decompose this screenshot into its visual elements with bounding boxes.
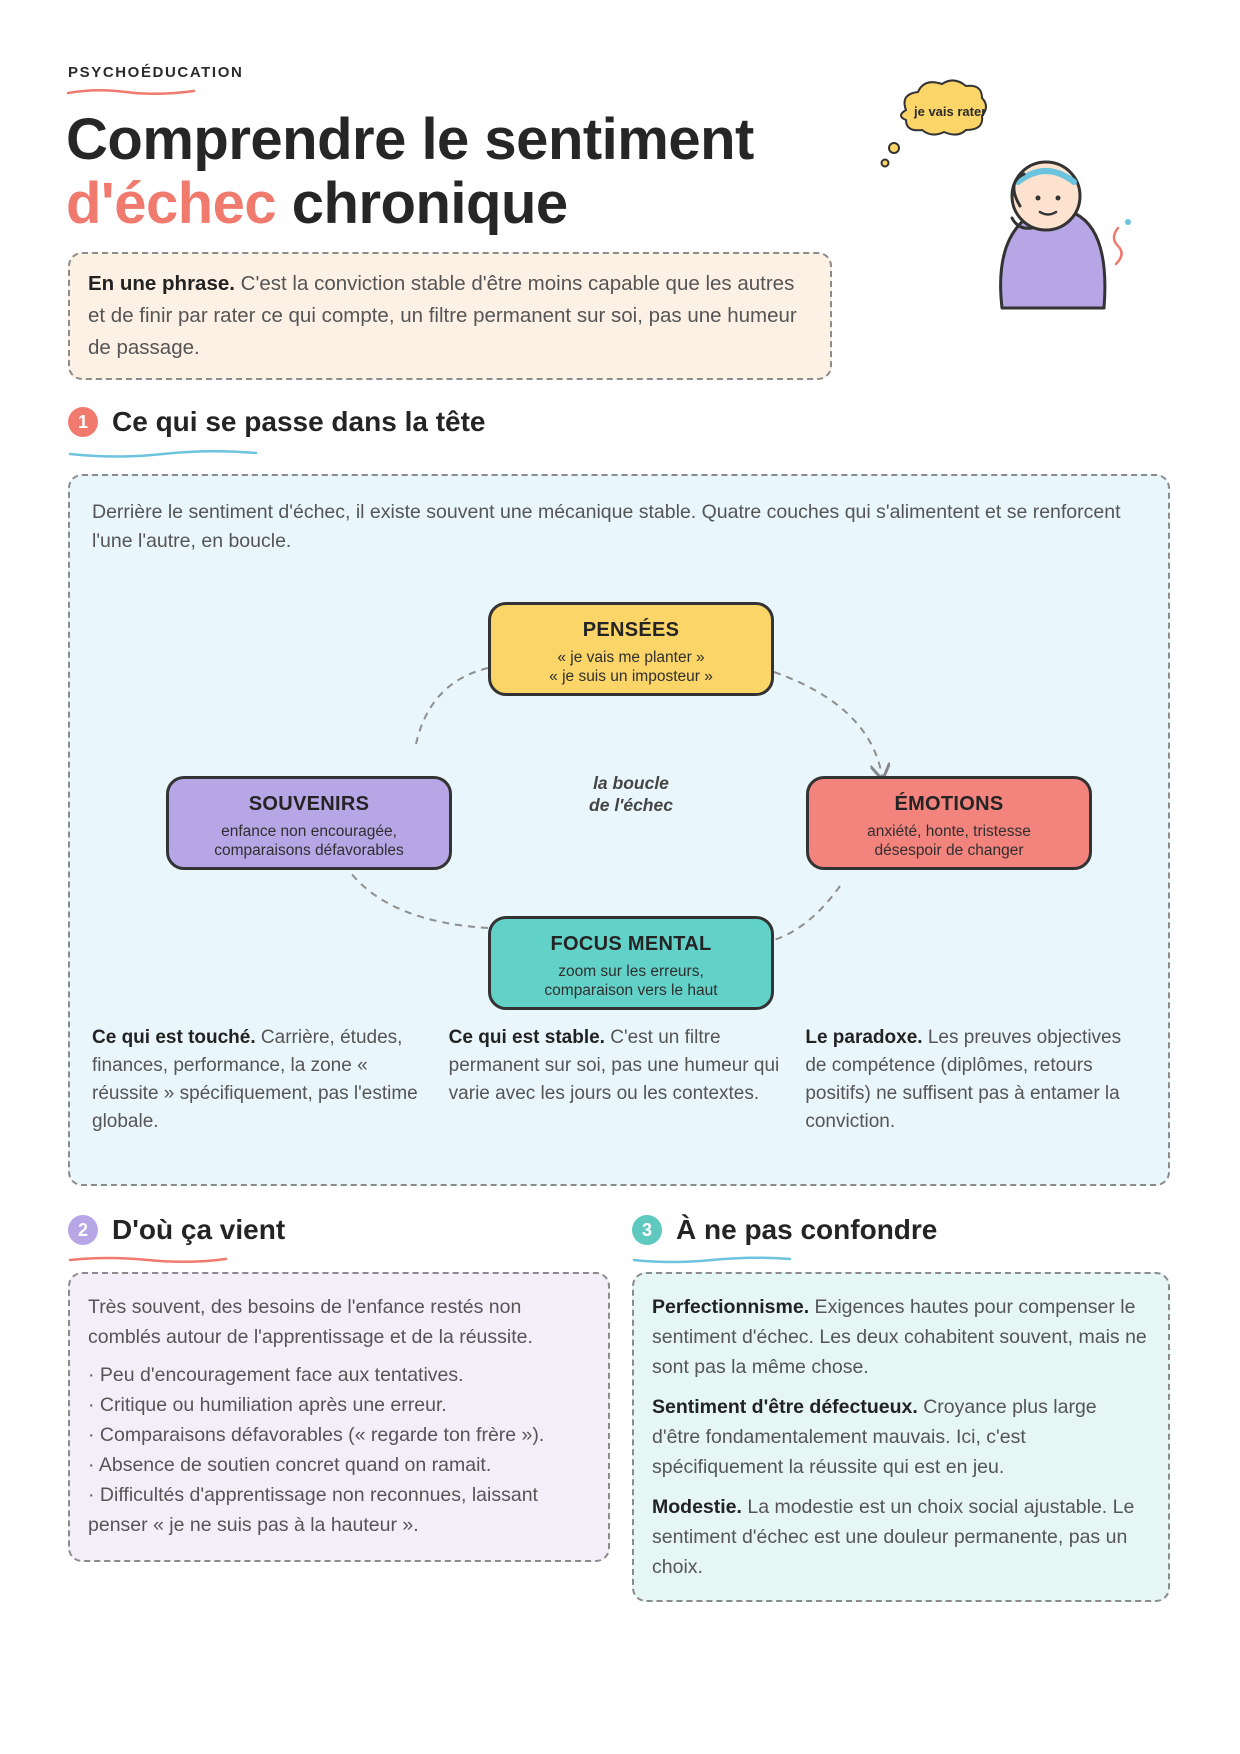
node-title: SOUVENIRS [248,793,370,815]
node-focus-mental: FOCUS MENTAL zoom sur les erreurs,compar… [488,916,774,1010]
worried-person-illustration [880,79,1131,310]
list-item: Absence de soutien concret quand on rama… [88,1450,590,1480]
section-3-heading: 3 À ne pas confondre [632,1214,937,1246]
title-rest: chronique [276,171,568,236]
list-item: Critique ou humiliation après une erreur… [88,1390,590,1420]
column-touched: Ce qui est touché. Carrière, études, fin… [92,1027,418,1132]
origin-intro: Très souvent, des besoins de l'enfance r… [88,1296,533,1348]
origin-list: Peu d'encouragement face aux tentatives.… [88,1360,590,1540]
summary-box: En une phrase. C'est la conviction stabl… [68,252,832,380]
confusion-item-modestie: Modestie. La modestie est un choix socia… [652,1496,1135,1578]
section-title: Ce qui se passe dans la tête [112,406,486,437]
node-subtitle: enfance non encouragée,comparaisons défa… [214,823,404,859]
node-pensees: PENSÉES « je vais me planter »« je suis … [488,602,774,696]
confusion-item-defectueux: Sentiment d'être défectueux. Croyance pl… [652,1396,1097,1478]
node-title: ÉMOTIONS [894,793,1004,815]
section-1-heading: 1 Ce qui se passe dans la tête [68,406,486,438]
section-number-badge: 1 [68,407,98,437]
list-item: Comparaisons défavorables (« regarde ton… [88,1420,590,1450]
section-number-badge: 2 [68,1215,98,1245]
eyebrow-underline [66,89,196,96]
node-souvenirs: SOUVENIRS enfance non encouragée,compara… [166,776,452,870]
loop-arrows [349,667,1170,941]
summary-text: C'est la conviction stable d'être moins … [88,272,797,359]
section-title: D'où ça vient [112,1214,286,1245]
section-2-underline [68,1256,228,1264]
list-item: Difficultés d'apprentissage non reconnue… [88,1480,590,1540]
confusion-item-perfectionnisme: Perfectionnisme. Exigences hautes pour c… [652,1296,1147,1378]
page-title: Comprendre le sentiment d'échec chroniqu… [66,108,846,236]
section-3-underline [632,1256,792,1264]
column-paradox: Le paradoxe. Les preuves objectives de c… [805,1027,1122,1132]
title-accent: d'échec [66,171,277,236]
confusion-panel: Perfectionnisme. Exigences hautes pour c… [632,1272,1170,1602]
eyebrow-label: PSYCHOÉDUCATION [68,64,244,81]
section-1-underline [68,449,258,458]
node-subtitle: « je vais me planter »« je suis un impos… [549,649,713,685]
section-title: À ne pas confondre [676,1214,938,1245]
mechanics-intro: Derrière le sentiment d'échec, il existe… [92,501,1121,552]
origin-panel: Très souvent, des besoins de l'enfance r… [68,1272,610,1562]
summary-lead: En une phrase. [88,272,235,295]
mechanics-panel: Derrière le sentiment d'échec, il existe… [68,474,1170,1186]
title-line1: Comprendre le sentiment [66,107,754,172]
section-number-badge: 3 [632,1215,662,1245]
thought-bubble-text: je vais rater [914,104,987,119]
column-stable: Ce qui est stable. C'est un filtre perma… [448,1027,780,1104]
mechanics-columns: Ce qui est touché. Carrière, études, fin… [92,1024,1162,1136]
section-2-heading: 2 D'où ça vient [68,1214,285,1246]
node-title: FOCUS MENTAL [550,933,712,955]
node-title: PENSÉES [582,619,680,641]
node-subtitle: zoom sur les erreurs,comparaison vers le… [544,963,718,999]
list-item: Peu d'encouragement face aux tentatives. [88,1360,590,1390]
